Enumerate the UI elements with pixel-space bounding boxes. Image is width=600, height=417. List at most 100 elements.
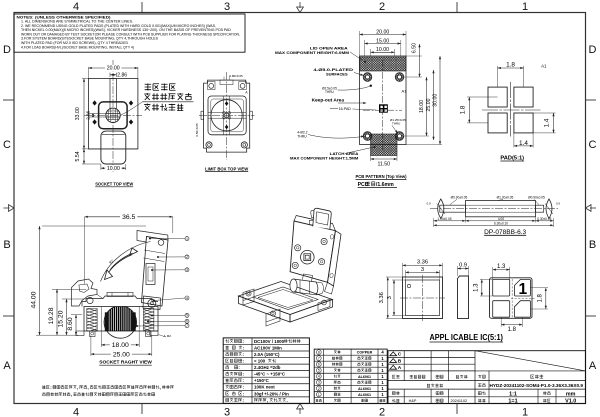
svg-text:1=1: 1=1 — [508, 399, 517, 405]
svg-text:6.30±0.10: 6.30±0.10 — [494, 221, 508, 225]
svg-text:1: 1 — [186, 237, 188, 241]
svg-text:3.36: 3.36 — [417, 260, 428, 266]
svg-text:B: B — [589, 239, 596, 251]
svg-text:11.50: 11.50 — [377, 161, 390, 167]
svg-text:1.3: 1.3 — [474, 283, 480, 292]
svg-text:M2: M2 — [167, 334, 171, 338]
svg-text:4: 4 — [381, 350, 384, 355]
svg-text:0.9: 0.9 — [459, 263, 467, 269]
svg-text:1: 1 — [381, 356, 384, 361]
svg-text:20.00: 20.00 — [376, 29, 389, 35]
svg-text:.: . — [286, 398, 287, 403]
svg-text:+150°C: +150°C — [254, 378, 270, 383]
svg-text:16-PAD: 16-PAD — [339, 107, 352, 111]
svg-text:7: 7 — [318, 357, 320, 361]
svg-text:,: , — [71, 392, 72, 397]
svg-text:3.36: 3.36 — [379, 292, 385, 303]
svg-text:1.8: 1.8 — [460, 105, 467, 114]
svg-text:Ø1.25±0.05: Ø1.25±0.05 — [390, 118, 406, 122]
svg-text:SURFACES: SURFACES — [326, 72, 348, 77]
svg-text::: : — [242, 339, 244, 344]
svg-text:SOCKET TOP VIEW: SOCKET TOP VIEW — [95, 182, 134, 187]
svg-text:18.00: 18.00 — [112, 342, 129, 349]
svg-text:COPPER: COPPER — [357, 351, 373, 355]
svg-text:B: B — [3, 239, 10, 251]
svg-text:3: 3 — [224, 407, 230, 417]
svg-text:MAX COMPONENT HEIGHT:1.5MM: MAX COMPONENT HEIGHT:1.5MM — [290, 155, 359, 160]
svg-text:1.4: 1.4 — [544, 118, 551, 127]
svg-text:2.4GHz =2db: 2.4GHz =2db — [254, 365, 281, 370]
svg-text:mm: mm — [566, 391, 576, 397]
svg-text:4.00: 4.00 — [498, 217, 504, 221]
svg-text:33.00: 33.00 — [75, 107, 81, 120]
svg-text:1.8: 1.8 — [537, 294, 543, 303]
svg-text:AL6061: AL6061 — [358, 393, 371, 397]
svg-text:A1: A1 — [541, 64, 547, 69]
svg-text:1.3: 1.3 — [497, 264, 506, 270]
svg-text:6: 6 — [186, 320, 188, 324]
svg-text:HYDZ-20241102-SOM4-P1.0-3.36X3: HYDZ-20241102-SOM4-P1.0-3.36X3.36X0.9 — [490, 383, 584, 388]
svg-text:1: 1 — [522, 407, 528, 417]
svg-text:WITH PLATED PAD (FOR M2.0 ISO: WITH PLATED PAD (FOR M2.0 ISO SCREWS), Q… — [21, 41, 128, 45]
svg-text:36.5: 36.5 — [122, 214, 135, 221]
svg-text:AL6061: AL6061 — [358, 387, 371, 391]
svg-text:PAD(5:1): PAD(5:1) — [500, 156, 524, 162]
svg-text:,: , — [160, 385, 161, 390]
svg-text:Keep-out Area: Keep-out Area — [312, 97, 345, 102]
svg-text:PCB: PCB — [358, 182, 369, 188]
svg-text:C: C — [3, 139, 11, 151]
svg-text:0.50±0.05: 0.50±0.05 — [195, 123, 199, 137]
svg-text:LATCH AREA: LATCH AREA — [330, 151, 359, 156]
svg-text:4: 4 — [318, 375, 320, 379]
svg-text:7: 7 — [186, 324, 188, 328]
svg-text:WORN OUT OR DAMAGED BY TEST SO: WORN OUT OR DAMAGED BY TEST SOCKET(OR PL… — [21, 32, 240, 36]
svg-text:1: 1 — [381, 386, 384, 391]
svg-text:1: 1 — [518, 281, 527, 298]
svg-text:90°: 90° — [108, 258, 115, 265]
svg-text:25.00: 25.00 — [113, 351, 130, 358]
svg-text:15.20: 15.20 — [58, 310, 65, 327]
svg-text:18.00: 18.00 — [419, 100, 425, 113]
svg-text:-45°C ~ +150°C: -45°C ~ +150°C — [254, 372, 286, 377]
svg-text::: : — [242, 359, 244, 364]
svg-text:4-Ø5.0-PLATED: 4-Ø5.0-PLATED — [313, 67, 353, 72]
svg-text:Ø1.30±0.05: Ø1.30±0.05 — [497, 195, 514, 199]
svg-text:A1: A1 — [402, 89, 408, 94]
svg-text:LIMIT BOX TOP VIEW: LIMIT BOX TOP VIEW — [205, 166, 249, 171]
svg-text:AL6061: AL6061 — [358, 375, 371, 379]
svg-text::: : — [242, 385, 244, 390]
svg-text:1: 1 — [381, 374, 384, 379]
svg-text:100K next: 100K next — [254, 385, 275, 390]
svg-text:/1.6mm: /1.6mm — [376, 182, 394, 188]
svg-text:5: 5 — [318, 369, 320, 373]
svg-text:THRU: THRU — [325, 90, 335, 94]
svg-text:20241102: 20241102 — [450, 399, 467, 403]
svg-text:Ø0.90±0.05: Ø0.90±0.05 — [451, 195, 468, 199]
svg-text:1: 1 — [522, 1, 528, 13]
svg-text:2.0A (150°C): 2.0A (150°C) — [254, 352, 280, 357]
svg-text:THRU: THRU — [392, 122, 400, 126]
svg-text:1: 1 — [381, 368, 384, 373]
svg-text:1: 1 — [381, 362, 384, 367]
svg-text:4: 4 — [73, 1, 79, 13]
svg-text:B: B — [398, 358, 402, 364]
svg-text:2.86: 2.86 — [85, 110, 90, 119]
svg-text:3: 3 — [387, 296, 393, 299]
svg-text::: : — [242, 372, 244, 377]
svg-text:LID OPEN AREA: LID OPEN AREA — [310, 46, 348, 51]
svg-text:V1.0: V1.0 — [565, 399, 576, 405]
svg-text:15.00: 15.00 — [376, 38, 389, 44]
svg-text:THRU: THRU — [297, 134, 307, 138]
svg-text:1: 1 — [381, 392, 384, 397]
svg-text:8: 8 — [318, 351, 320, 355]
svg-text:1.8: 1.8 — [506, 61, 515, 68]
svg-text:A: A — [589, 360, 597, 372]
svg-text:PCB PATTERN (Top View): PCB PATTERN (Top View) — [356, 174, 407, 179]
svg-text::: : — [243, 345, 245, 350]
svg-text:AC100V 1Min: AC100V 1Min — [254, 345, 282, 350]
svg-text:30gf +/-20% / Pin: 30gf +/-20% / Pin — [254, 391, 289, 396]
svg-text:MAX COMPONENT HEIGHT:6.0MM: MAX COMPONENT HEIGHT:6.0MM — [275, 50, 350, 55]
svg-text:D: D — [589, 44, 597, 56]
svg-text:NOTES: (UNLESS OTHERWISE SPECI: NOTES: (UNLESS OTHERWISE SPECIFIED) — [17, 16, 112, 20]
svg-text:2: 2 — [379, 407, 385, 417]
